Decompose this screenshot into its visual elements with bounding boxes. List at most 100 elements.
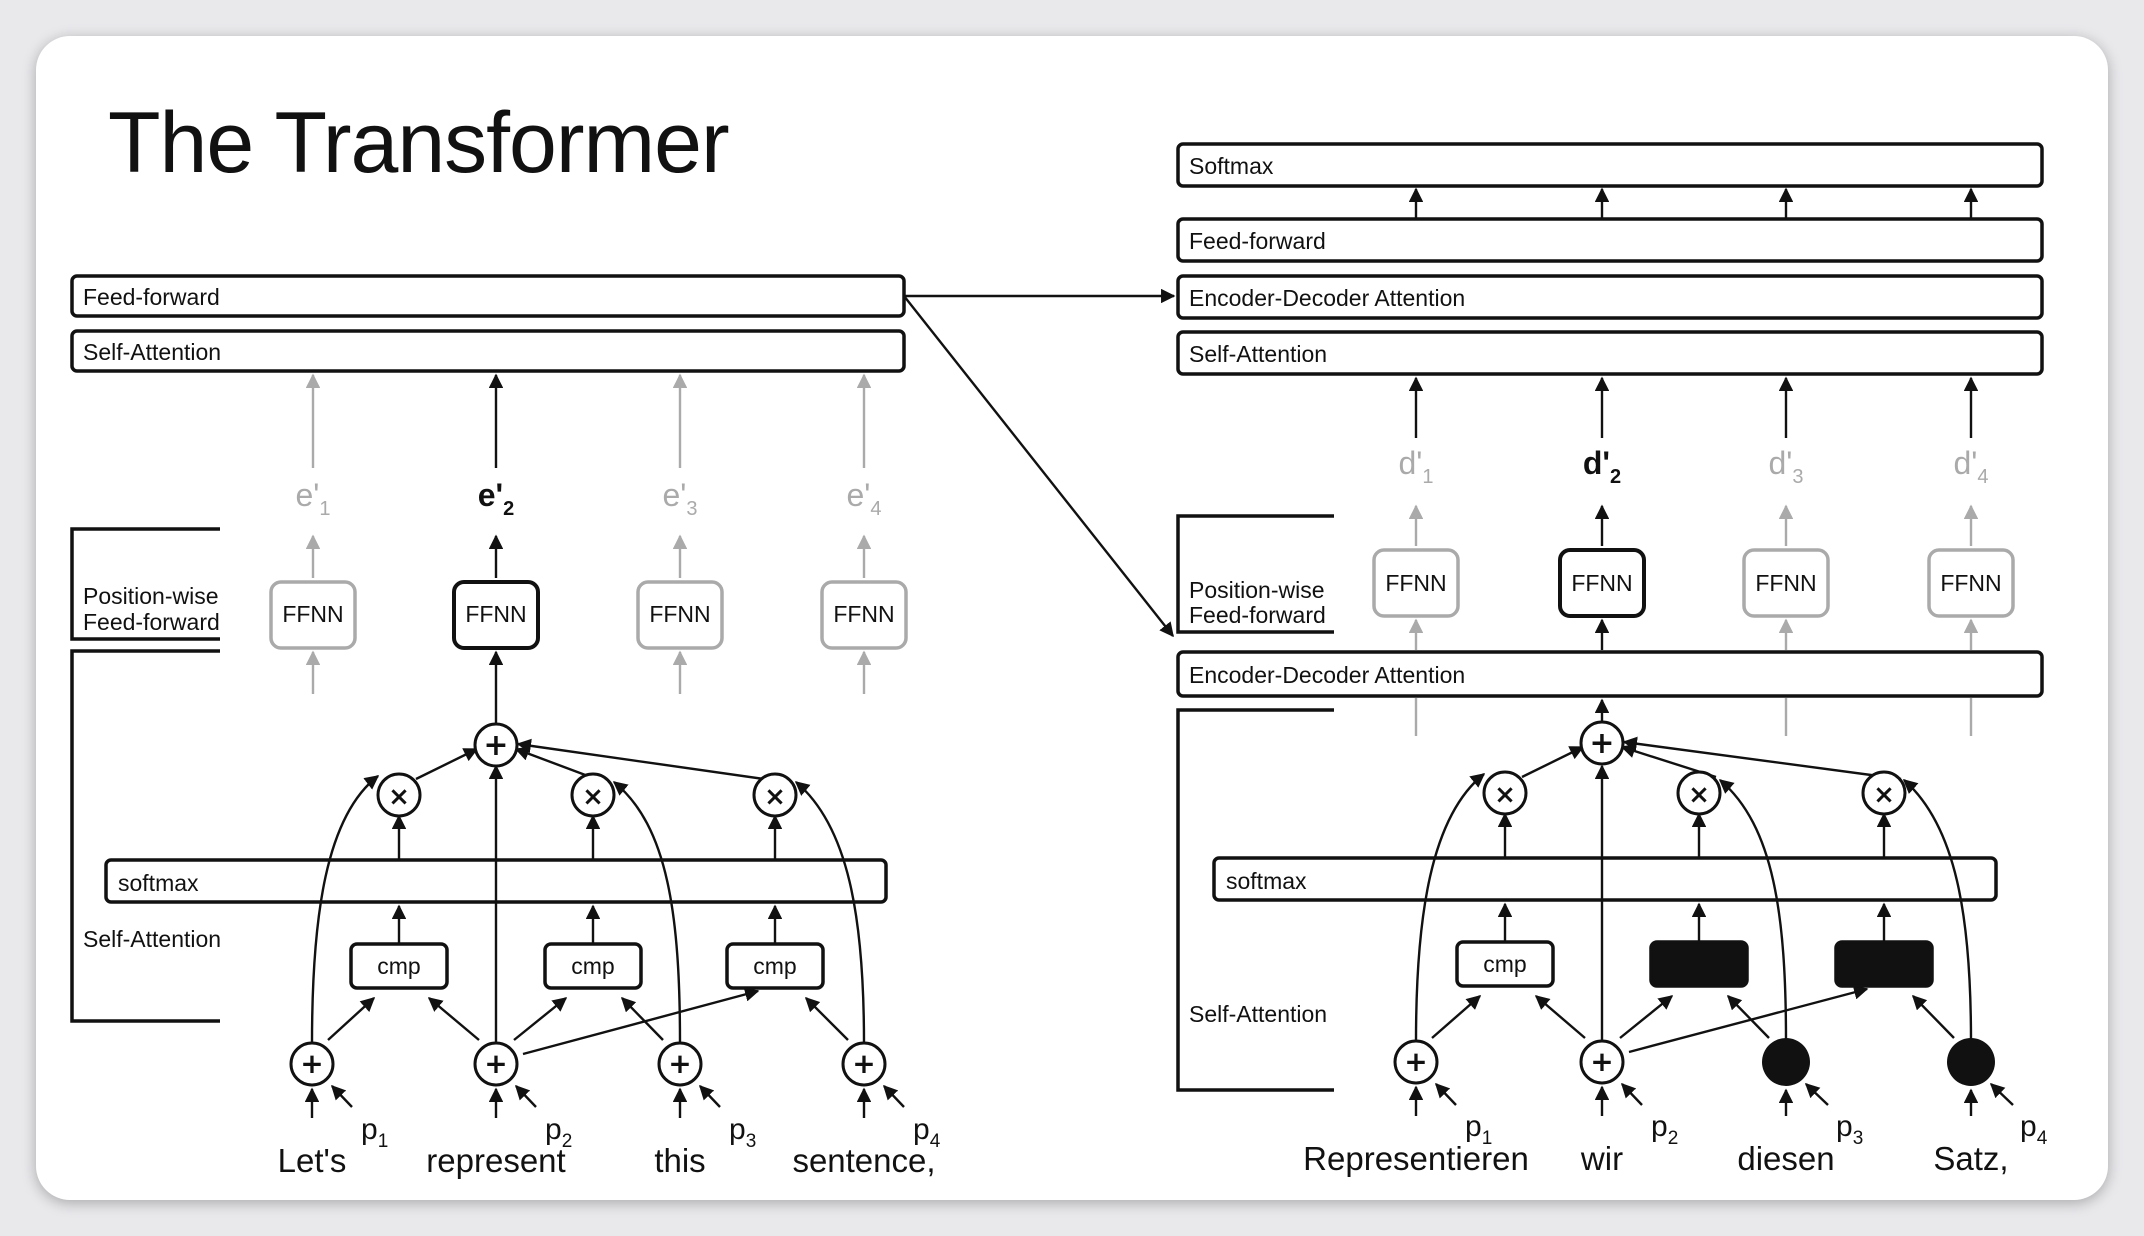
encoder-sum-node: [473, 722, 519, 768]
decoder-output-d2: d'2: [1583, 445, 1621, 488]
encoder-cmp-2: [543, 942, 643, 990]
encoder-input-add-2: [473, 1041, 519, 1087]
decoder-position-p3: p3: [1836, 1110, 1863, 1149]
encoder-ffnn-2: [452, 580, 540, 650]
decoder-inner-enc-dec-attention-layer: [1176, 650, 2044, 698]
encoder-ffnn-2-label: FFNN: [465, 601, 526, 627]
encoder-self-attention-layer: [70, 329, 906, 373]
decoder-ffnn-1-label: FFNN: [1385, 570, 1446, 596]
decoder-multiply-2: [1676, 770, 1722, 816]
decoder-position-p4: p4: [2020, 1110, 2048, 1149]
encoder-output-e1: e'1: [295, 477, 330, 520]
decoder-position-wise-label: Position-wise: [1189, 577, 1325, 603]
decoder-ffnn-4-label: FFNN: [1940, 570, 2001, 596]
encoder-position-wise-bracket: [70, 527, 220, 641]
encoder-position-p2: p2: [545, 1113, 572, 1152]
encoder-ffnn-4-label: FFNN: [833, 601, 894, 627]
decoder-output-d1: d'1: [1398, 445, 1433, 488]
encoder-cmp-3-label: cmp: [753, 953, 796, 979]
svg-text:+: +: [1404, 1045, 1427, 1078]
svg-text:+: +: [300, 1047, 323, 1080]
encoder-cmp-3: [725, 942, 825, 990]
decoder-input-add-2: [1579, 1039, 1625, 1085]
svg-text:+: +: [483, 728, 508, 763]
decoder-softmax-label: softmax: [1226, 868, 1307, 894]
decoder-self-attention-layer: [1176, 330, 2044, 376]
encoder-to-inner-attention-arrow: [903, 295, 1174, 638]
decoder-input-masked-4: [1947, 1038, 1995, 1086]
svg-text:×: ×: [1688, 780, 1710, 810]
decoder-feed-forward-label: Feed-forward: [1189, 228, 1326, 254]
decoder-ffnn-1: [1372, 548, 1460, 618]
encoder-word-1: Let's: [278, 1142, 347, 1179]
svg-text:+: +: [668, 1047, 691, 1080]
encoder-word-3: this: [654, 1142, 705, 1179]
transformer-diagram: The Transformer Feed-forward Self-Attent…: [70, 95, 2048, 1179]
decoder-ffnn-3: [1742, 548, 1830, 618]
decoder-output-d4: d'4: [1953, 445, 1988, 488]
encoder-output-e4: e'4: [846, 477, 881, 520]
page-title: The Transformer: [108, 95, 729, 191]
decoder-position-wise-bracket: [1176, 514, 1334, 634]
encoder-self-attention-label: Self-Attention: [83, 339, 221, 365]
decoder-softmax-top-label: Softmax: [1189, 153, 1274, 179]
decoder-self-attention-bracket: [1176, 708, 1334, 1092]
decoder-position-p2: p2: [1651, 1110, 1678, 1149]
decoder-sum-node: [1579, 720, 1625, 766]
decoder-multiply-3: [1861, 770, 1907, 816]
decoder-self-attention-block-label: Self-Attention: [1189, 1001, 1327, 1027]
decoder-multiply-1: [1482, 770, 1528, 816]
encoder-position-wise-label: Feed-forward: [83, 609, 220, 635]
decoder-input-masked-3: [1762, 1038, 1810, 1086]
encoder-ffnn-1: [269, 580, 357, 650]
encoder-word-4: sentence,: [792, 1142, 935, 1179]
encoder-self-attention-bracket: [70, 649, 220, 1023]
encoder-cmp-1: [349, 942, 449, 990]
encoder-input-add-4: [841, 1041, 887, 1087]
encoder-input-add-1: [289, 1041, 335, 1087]
encoder-feed-forward-label: Feed-forward: [83, 284, 220, 310]
svg-text:+: +: [852, 1047, 875, 1080]
decoder-position-p1: p1: [1465, 1110, 1492, 1149]
decoder-word-1: Representieren: [1303, 1140, 1529, 1177]
decoder-input-add-1: [1393, 1039, 1439, 1085]
encoder-ffnn-3-label: FFNN: [649, 601, 710, 627]
svg-text:×: ×: [1873, 780, 1895, 810]
encoder-position-p3: p3: [729, 1113, 756, 1152]
slide: The Transformer Feed-forward Self-Attent…: [36, 36, 2108, 1200]
decoder-cmp-2-masked: [1649, 940, 1749, 988]
svg-text:×: ×: [582, 782, 604, 812]
decoder-ffnn-4: [1927, 548, 2015, 618]
svg-text:×: ×: [1494, 780, 1516, 810]
decoder-word-3: diesen: [1737, 1140, 1834, 1177]
decoder-output-d3: d'3: [1768, 445, 1803, 488]
decoder-position-wise-label: Feed-forward: [1189, 602, 1326, 628]
svg-text:+: +: [1590, 1045, 1613, 1078]
decoder-word-4: Satz,: [1933, 1140, 2008, 1177]
encoder-input-add-3: [657, 1041, 703, 1087]
decoder-feed-forward-layer: [1176, 217, 2044, 263]
svg-text:×: ×: [764, 782, 786, 812]
decoder-cmp-3-masked: [1834, 940, 1934, 988]
encoder-multiply-1: [376, 772, 422, 818]
decoder-softmax-bar: [1212, 856, 1998, 902]
encoder-ffnn-1-label: FFNN: [282, 601, 343, 627]
decoder-ffnn-3-label: FFNN: [1755, 570, 1816, 596]
decoder-cmp-1: [1455, 940, 1555, 988]
encoder-position-wise-label: Position-wise: [83, 583, 219, 609]
svg-text:×: ×: [388, 782, 410, 812]
encoder-cmp-1-label: cmp: [377, 953, 420, 979]
encoder-output-e3: e'3: [662, 477, 697, 520]
decoder-cmp-1-label: cmp: [1483, 951, 1526, 977]
decoder-inner-enc-dec-attention-label: Encoder-Decoder Attention: [1189, 662, 1465, 688]
encoder-output-e2: e'2: [478, 477, 515, 520]
svg-text:+: +: [484, 1047, 507, 1080]
encoder-position-p4: p4: [913, 1113, 941, 1152]
encoder-word-2: represent: [426, 1142, 565, 1179]
decoder-word-2: wir: [1580, 1140, 1623, 1177]
decoder: Softmax Feed-forward Encoder-Decoder Att…: [1176, 142, 2048, 1177]
decoder-softmax-top-layer: [1176, 142, 2044, 188]
encoder-position-p1: p1: [361, 1113, 388, 1152]
svg-text:+: +: [1589, 726, 1614, 761]
decoder-enc-dec-attention-label: Encoder-Decoder Attention: [1189, 285, 1465, 311]
